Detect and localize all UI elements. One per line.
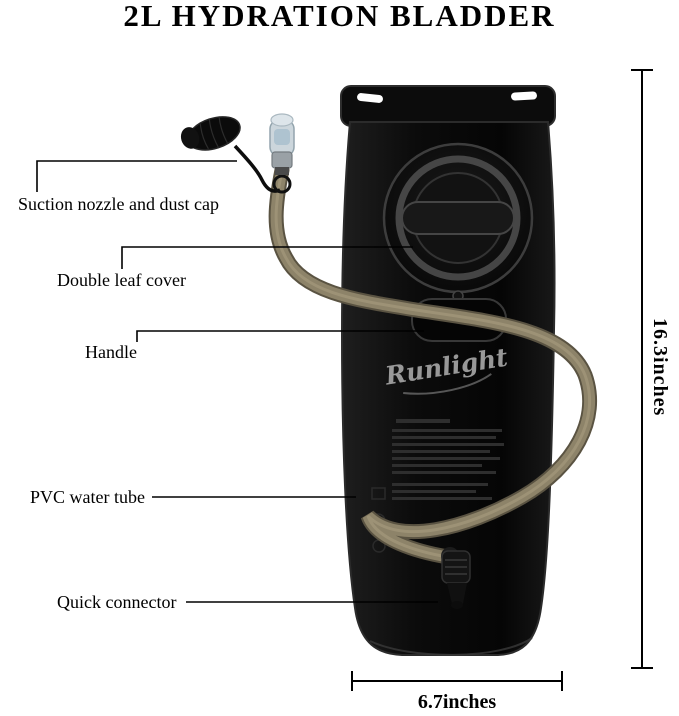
- bladder-body: Runlight: [340, 85, 556, 656]
- logo-underline: [403, 373, 492, 395]
- valve-collar: [271, 151, 293, 169]
- double-leaf-cover: [382, 142, 534, 294]
- pvc-water-tube: [268, 162, 597, 565]
- tube-sheen: [274, 168, 591, 559]
- suction-nozzle-assembly: [180, 113, 295, 194]
- instructions-text-block: [392, 419, 504, 500]
- valve-stem: [275, 167, 289, 175]
- page-title: 2L HYDRATION BLADDER: [123, 0, 556, 33]
- top-slider-closure: [340, 85, 556, 127]
- hang-slot-right: [511, 91, 537, 101]
- width-dimension-line: [351, 671, 563, 691]
- dust-cap: [180, 116, 241, 151]
- cap-flip-handle: [401, 201, 515, 235]
- callout-line-suction-nozzle: [36, 160, 237, 192]
- quick-connector: [441, 547, 471, 609]
- hang-slot-left: [357, 93, 383, 103]
- tether-loop: [272, 174, 292, 194]
- label-suction-nozzle-and-dust-cap: Suction nozzle and dust cap: [18, 194, 219, 214]
- label-quick-connector: Quick connector: [57, 592, 177, 612]
- bite-valve: [269, 113, 295, 175]
- callout-line-double-leaf-cover: [121, 246, 413, 269]
- width-dimension-label: 6.7inches: [417, 691, 497, 713]
- bottom-seam-highlight: [369, 637, 533, 656]
- height-dimension-line: [631, 69, 653, 669]
- dust-cap-tether: [233, 144, 281, 193]
- label-handle: Handle: [85, 342, 137, 362]
- height-dimension-label: 16.3inches: [649, 318, 671, 417]
- callout-lines: [36, 160, 438, 603]
- label-double-leaf-cover: Double leaf cover: [57, 270, 186, 290]
- callout-line-handle: [136, 330, 424, 342]
- label-pvc-water-tube: PVC water tube: [30, 487, 145, 507]
